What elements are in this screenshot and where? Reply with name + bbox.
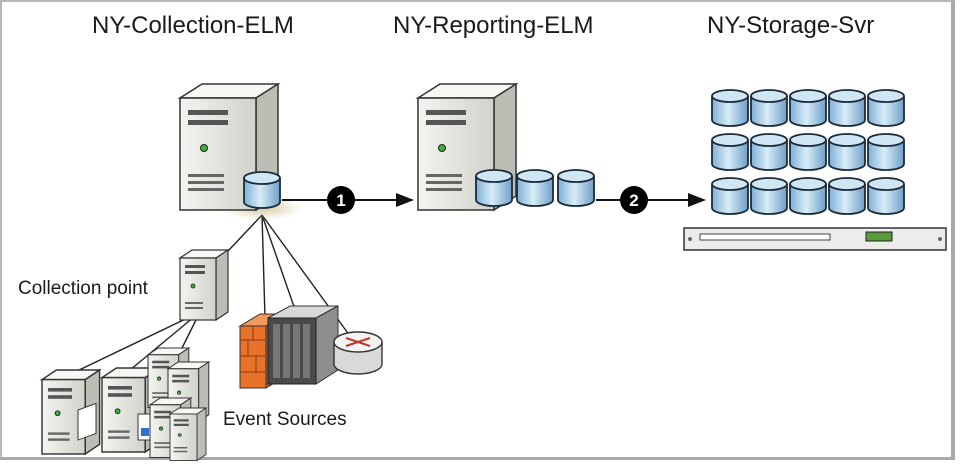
storage-svr-label: NY-Storage-Svr <box>707 12 875 39</box>
storage-disk-icon <box>750 89 788 127</box>
source-server-1 <box>41 369 101 455</box>
step-1-badge <box>327 186 355 214</box>
router-icon <box>333 331 383 375</box>
arrow-step-1: 1 <box>282 186 414 214</box>
storage-disk-icon <box>828 133 866 171</box>
reporting-elm-server <box>417 83 595 211</box>
collection-elm-server <box>179 83 302 220</box>
storage-disk-icon <box>867 133 905 171</box>
collection-db-icon <box>243 171 281 209</box>
blade-switch-icon <box>267 305 339 385</box>
storage-disk-icon <box>789 177 827 215</box>
event-sources-label: Event Sources <box>223 409 347 430</box>
storage-disk-icon <box>711 133 749 171</box>
storage-disk-icon <box>828 177 866 215</box>
storage-disk-icon <box>789 133 827 171</box>
storage-disk-icon <box>867 177 905 215</box>
storage-disk-icon <box>750 177 788 215</box>
reporting-elm-label: NY-Reporting-ELM <box>393 12 594 39</box>
collection-elm-label: NY-Collection-ELM <box>92 12 294 39</box>
storage-disk-icon <box>828 89 866 127</box>
step-1-number: 1 <box>336 191 345 210</box>
step-2-number: 2 <box>629 191 638 210</box>
arrow-step-2: 2 <box>596 186 706 214</box>
storage-rack-unit <box>683 227 947 251</box>
storage-disk-icon <box>750 133 788 171</box>
storage-disk-icon <box>711 89 749 127</box>
storage-disk-icon <box>711 177 749 215</box>
collection-point-server <box>179 249 229 321</box>
storage-disk-icon <box>789 89 827 127</box>
storage-array <box>711 89 905 215</box>
collection-point-label: Collection point <box>18 278 148 299</box>
source-server-rack <box>147 347 210 461</box>
storage-disk-icon <box>867 89 905 127</box>
step-2-badge <box>620 186 648 214</box>
